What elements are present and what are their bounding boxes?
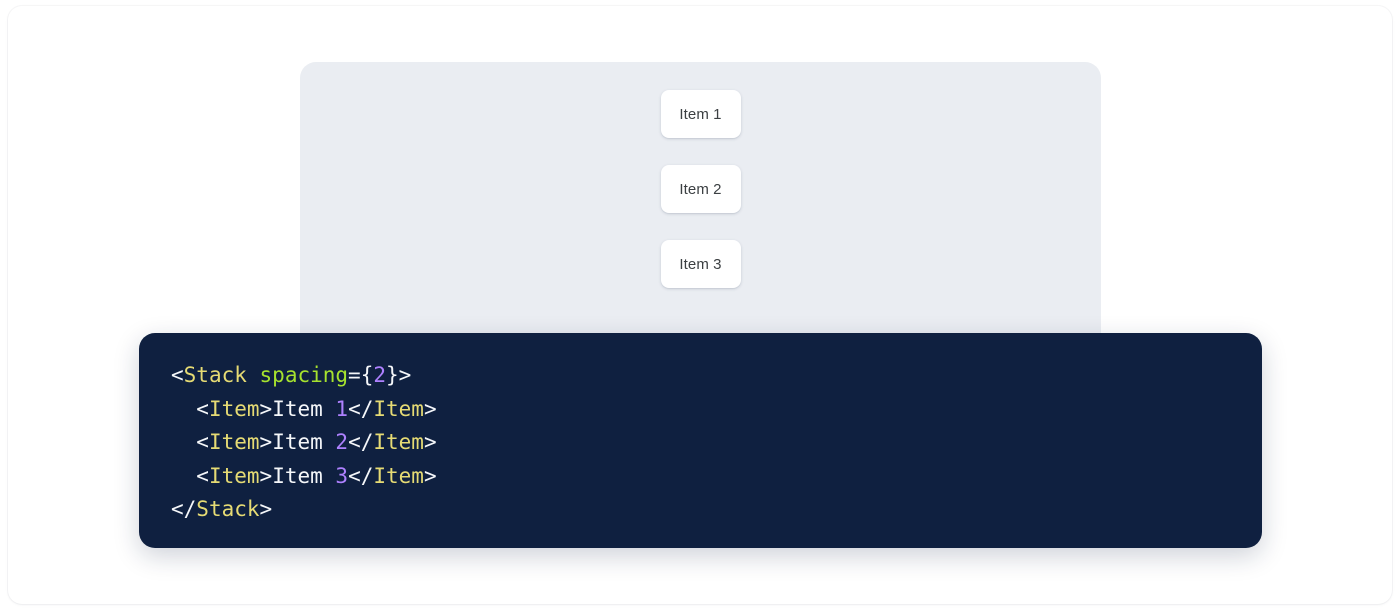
- code-token-punct: <: [196, 396, 209, 421]
- code-token-punct: >: [423, 463, 437, 488]
- code-token-tag: Item: [208, 463, 260, 488]
- code-token-punct: <: [171, 363, 184, 387]
- code-token-tag: Item: [208, 396, 260, 421]
- code-token-num: 3: [335, 463, 349, 488]
- code-token-num: 2: [335, 430, 349, 454]
- code-token-tag: Stack: [183, 363, 247, 387]
- code-snippet-text: <Stack spacing={2}> <Item>Item 1</Item> …: [171, 359, 1230, 527]
- code-token-num: 1: [335, 396, 349, 421]
- code-token-text: [247, 363, 260, 387]
- code-token-punct: }>: [386, 363, 412, 387]
- component-preview-panel: Item 1 Item 2 Item 3: [300, 62, 1101, 362]
- code-token-punct: >: [259, 497, 273, 521]
- code-token-tag: Item: [373, 463, 424, 488]
- code-token-punct: >: [259, 396, 273, 421]
- code-token-punct: </: [348, 396, 374, 421]
- stack-item: Item 1: [660, 90, 741, 138]
- code-token-tag: Item: [208, 430, 260, 454]
- code-token-num: 2: [373, 363, 386, 387]
- code-token-attr: spacing: [259, 363, 349, 387]
- stack-item: Item 3: [660, 240, 741, 288]
- code-token-punct: </: [348, 463, 374, 488]
- code-token-tag: Item: [373, 430, 424, 454]
- code-token-punct: ={: [348, 363, 374, 387]
- code-token-tag: Stack: [196, 497, 260, 521]
- code-token-tag: Item: [373, 396, 424, 421]
- code-token-punct: >: [423, 430, 437, 454]
- code-token-punct: >: [259, 430, 273, 454]
- code-token-text: Item: [272, 430, 336, 454]
- code-snippet-block[interactable]: <Stack spacing={2}> <Item>Item 1</Item> …: [139, 333, 1262, 548]
- code-token-punct: </: [348, 430, 374, 454]
- code-token-text: Item: [272, 463, 336, 488]
- code-token-text: Item: [272, 396, 336, 421]
- code-token-punct: <: [196, 463, 209, 488]
- code-token-punct: </: [171, 497, 197, 521]
- code-token-punct: >: [423, 396, 437, 421]
- stack-item: Item 2: [660, 165, 741, 213]
- stack-container: Item 1 Item 2 Item 3: [660, 90, 741, 288]
- code-token-punct: <: [196, 430, 209, 454]
- code-token-punct: >: [259, 463, 273, 488]
